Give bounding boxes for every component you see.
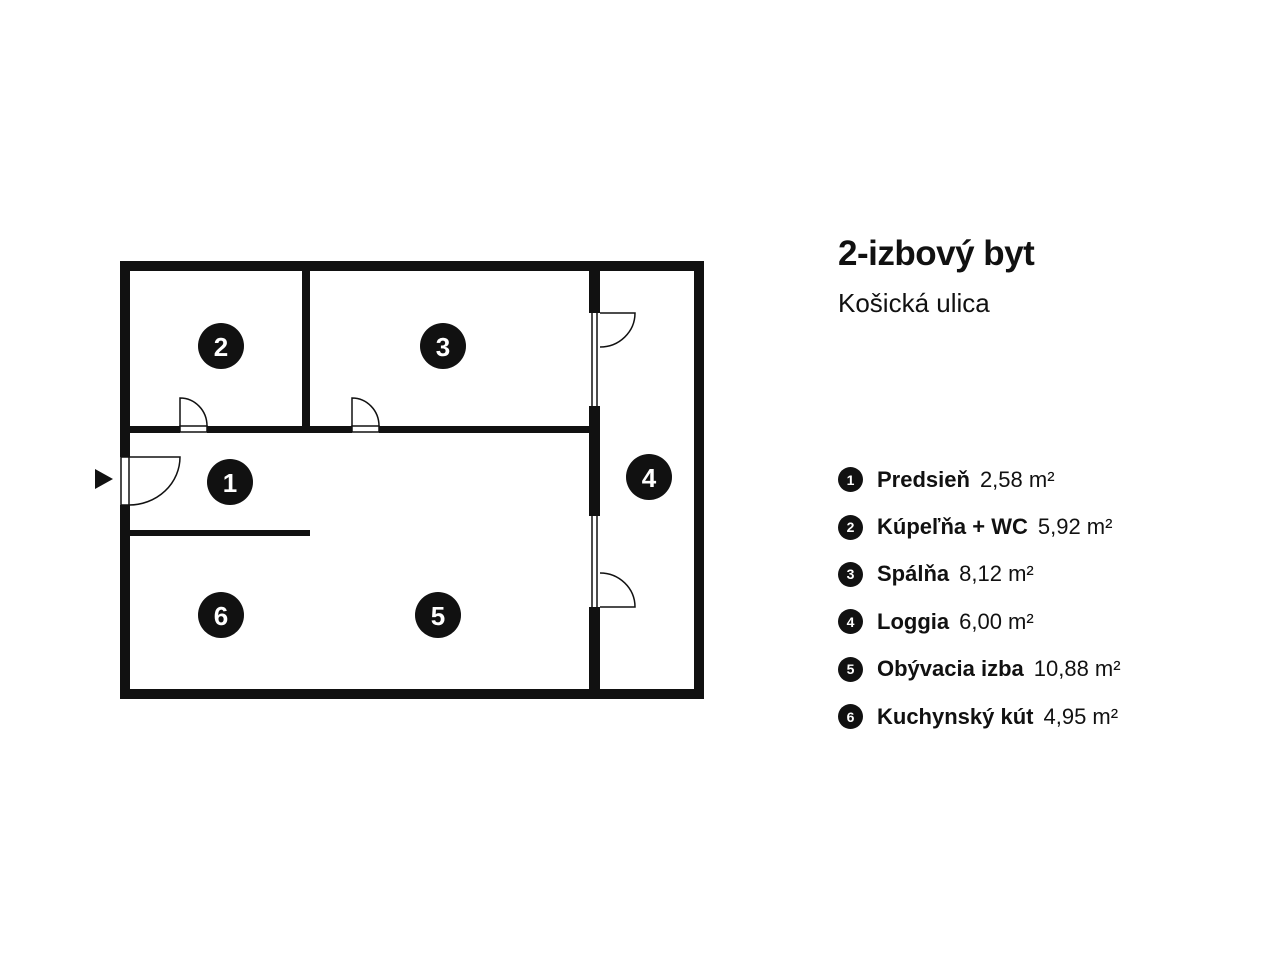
legend-item: 1 Predsieň 2,58 m² [838, 456, 1121, 503]
room-marker-1: 1 [207, 459, 253, 505]
legend-number-badge: 2 [838, 514, 863, 540]
legend-item: 4 Loggia 6,00 m² [838, 598, 1121, 645]
legend-room-name: Spálňa [877, 561, 950, 587]
legend-number-badge: 5 [838, 656, 863, 682]
window-icon [591, 313, 598, 607]
room-marker-2: 2 [198, 323, 244, 369]
door-swing-icon [120, 312, 636, 608]
legend-room-name: Kúpeľňa + WC [877, 514, 1028, 540]
legend-number-badge: 6 [838, 704, 863, 730]
opening-living-loggia [589, 516, 600, 607]
room-marker-label: 6 [214, 601, 228, 631]
legend-room-name: Loggia [877, 608, 950, 634]
room-marker-label: 2 [214, 332, 228, 362]
wall-outer-bottom [120, 689, 704, 699]
legend-item: 2 Kúpeľňa + WC 5,92 m² [838, 503, 1121, 550]
wall-outer-right [694, 261, 704, 699]
entrance-arrow-icon [95, 469, 113, 489]
door-bathroom [179, 397, 208, 433]
legend-number-badge: 3 [838, 561, 863, 587]
page-subtitle: Košická ulica [838, 288, 990, 318]
legend-number-badge: 1 [838, 467, 863, 493]
legend-room-area: 10,88 m² [1033, 656, 1121, 682]
door-living-loggia [599, 572, 636, 608]
room-marker-3: 3 [420, 323, 466, 369]
legend-room-area: 2,58 m² [979, 466, 1055, 492]
room-marker-label: 1 [223, 468, 237, 498]
page-title: 2-izbový byt [838, 234, 1035, 273]
legend-room-area: 6,00 m² [959, 608, 1034, 634]
legend-room-name: Obývacia izba [877, 656, 1024, 682]
room-marker-6: 6 [198, 592, 244, 638]
room-marker-label: 5 [431, 601, 445, 631]
legend-room-name: Predsieň [877, 466, 970, 492]
legend-room-area: 4,95 m² [1043, 703, 1119, 729]
room-marker-5: 5 [415, 592, 461, 638]
wall-partition-loggia [589, 261, 600, 699]
door-bedroom-loggia [599, 312, 636, 348]
legend-room-area: 8,12 m² [959, 561, 1034, 587]
room-legend: 1 Predsieň 2,58 m² 2 Kúpeľňa + WC 5,92 m… [838, 456, 1121, 740]
legend-item: 3 Spálňa 8,12 m² [838, 551, 1121, 598]
opening-bedroom-loggia [589, 313, 600, 406]
legend-room-name: Kuchynský kút [877, 703, 1034, 729]
wall-outer-top [120, 261, 704, 271]
legend-item: 6 Kuchynský kút 4,95 m² [838, 693, 1121, 740]
room-marker-label: 4 [642, 463, 657, 493]
legend-room-area: 5,92 m² [1037, 514, 1113, 540]
room-marker-label: 3 [436, 332, 450, 362]
openings [120, 313, 600, 607]
room-marker-4: 4 [626, 454, 672, 500]
legend-item: 5 Obývacia izba 10,88 m² [838, 646, 1121, 693]
legend-number-badge: 4 [838, 609, 863, 635]
wall-partition-kitchen [130, 530, 310, 536]
door-bedroom [351, 397, 380, 433]
door-entrance [120, 456, 181, 506]
wall-partition-bath-bedroom [302, 261, 310, 432]
